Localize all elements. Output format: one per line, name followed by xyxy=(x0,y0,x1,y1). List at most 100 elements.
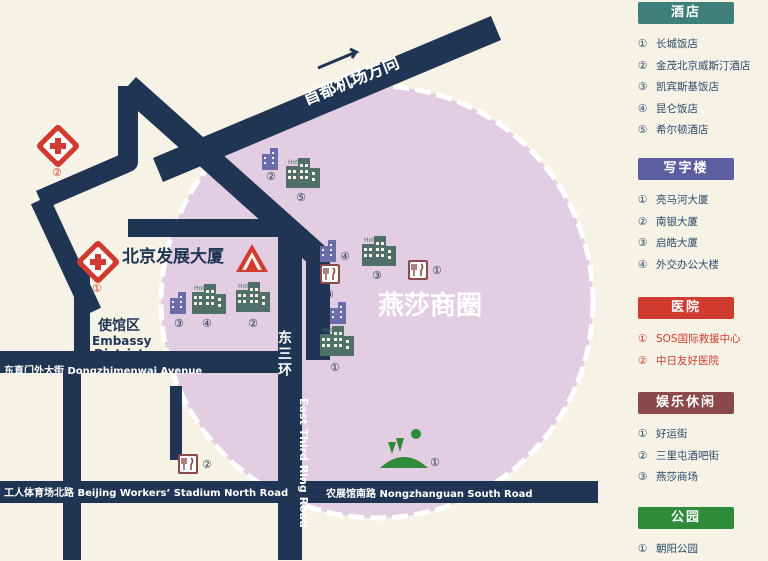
park-icon xyxy=(380,429,428,468)
road-network xyxy=(0,16,598,560)
legend-item: ② 南银大厦 xyxy=(638,212,768,234)
food-icon xyxy=(177,453,199,475)
legend-item-label: 朝阳公园 xyxy=(656,543,698,555)
legend-item-label: 启皓大厦 xyxy=(656,237,698,249)
legend-item: ④ 外交办公大楼 xyxy=(638,255,768,277)
hotel-icon-text: Hotel xyxy=(194,285,210,292)
east-ring-en-label: East Third Ring Road xyxy=(297,398,310,528)
hotel-marker: ② xyxy=(248,317,258,330)
legend-item-label: 金茂北京威斯汀酒店 xyxy=(656,59,751,72)
legend-item: ③ 启皓大厦 xyxy=(638,233,768,255)
hotel-marker: ⑤ xyxy=(296,191,306,204)
hospital-icon xyxy=(35,123,81,169)
legend-item-number: ① xyxy=(638,333,648,345)
legend-offices-list: ① 亮马河大厦 ② 南银大厦 ③ 启皓大厦 ④ 外交办公大楼 xyxy=(638,190,768,276)
legend-item: ① 亮马河大厦 xyxy=(638,190,768,212)
airport-arrow-icon xyxy=(317,47,360,70)
hotel-icon-text: Hotel xyxy=(364,237,380,244)
legend-item-number: ① xyxy=(638,38,648,50)
legend-item: ① SOS国际救援中心 xyxy=(638,329,768,351)
legend-item-number: ② xyxy=(638,59,648,72)
legend-item: ② 三里屯酒吧街 xyxy=(638,446,768,468)
hospital-marker: ① xyxy=(92,282,102,295)
district-name-label: 燕莎商圈 xyxy=(378,290,482,321)
legend-item-number: ② xyxy=(638,449,648,462)
food-icon xyxy=(319,263,341,285)
legend-item-label: 三里屯酒吧街 xyxy=(656,449,719,462)
workers-road-label: 工人体育场北路 Beijing Workers’ Stadium North R… xyxy=(4,486,288,499)
embassy-en-label: Embassy xyxy=(92,334,152,348)
nongzhanguan-label: 农展馆南路 Nongzhanguan South Road xyxy=(325,487,532,500)
legend-item-label: 好运街 xyxy=(656,428,688,440)
legend-item: ⑤ 希尔顿酒店 xyxy=(638,120,768,142)
legend-offices: 写字楼 ① 亮马河大厦 ② 南银大厦 ③ 启皓大厦 ④ 外交办公大楼 xyxy=(628,158,768,276)
legend-item: ③ 燕莎商场 xyxy=(638,467,768,489)
district-map: 首都机场方向 东直门外大街 Dongzhimenwai Avenue 工人体育场… xyxy=(0,16,598,560)
legend-parks-title: 公园 xyxy=(638,507,734,529)
hotel-marker: ① xyxy=(330,361,340,374)
east-ring-cn-label: 东三环 xyxy=(276,329,292,378)
legend-item: ④ 昆仑饭店 xyxy=(638,99,768,121)
legend-hotels-list: ① 长城饭店 ② 金茂北京威斯汀酒店 ③ 凯宾斯基饭店 ④ 昆仑饭店 ⑤ 希尔顿酒店 xyxy=(638,34,768,142)
entertainment-marker: ③ xyxy=(324,288,334,301)
legend-item-label: 中日友好医院 xyxy=(656,354,719,367)
legend-item: ② 金茂北京威斯汀酒店 xyxy=(638,56,768,78)
diagonal-road xyxy=(119,77,330,360)
hotel-marker: ③ xyxy=(372,269,382,282)
legend-item: ① 好运街 xyxy=(638,424,768,446)
legend-hospitals-list: ① SOS国际救援中心 ② 中日友好医院 xyxy=(638,329,768,372)
legend-offices-title: 写字楼 xyxy=(638,158,734,180)
legend-item-label: 凯宾斯基饭店 xyxy=(656,81,719,93)
legend-item-label: 燕莎商场 xyxy=(656,471,698,483)
legend-item-number: ③ xyxy=(638,471,648,483)
office-marker: ③ xyxy=(174,317,184,330)
legend-item-label: 南银大厦 xyxy=(656,215,698,228)
building-logo-icon xyxy=(236,244,268,272)
legend-hospitals: 医院 ① SOS国际救援中心 ② 中日友好医院 xyxy=(628,297,768,372)
legend-item-number: ③ xyxy=(638,237,648,249)
legend-entertainment: 娱乐休闲 ① 好运街 ② 三里屯酒吧街 ③ 燕莎商场 xyxy=(628,392,768,489)
hotel-marker: ④ xyxy=(202,317,212,330)
legend-item-number: ⑤ xyxy=(638,124,648,136)
legend-item-label: 亮马河大厦 xyxy=(656,194,709,206)
legend-hospitals-title: 医院 xyxy=(638,297,734,319)
airport-expressway xyxy=(152,16,502,182)
dongzhimenwai-label: 东直门外大街 Dongzhimenwai Avenue xyxy=(4,364,202,377)
legend-item-label: 外交办公大楼 xyxy=(656,258,719,271)
legend-item-number: ① xyxy=(638,194,648,206)
legend-item: ② 中日友好医院 xyxy=(638,351,768,373)
office-marker: ④ xyxy=(340,250,350,263)
legend-item-number: ④ xyxy=(638,258,648,271)
legend-item-number: ③ xyxy=(638,81,648,93)
park-marker: ① xyxy=(430,456,440,469)
legend-item-label: 昆仑饭店 xyxy=(656,102,698,115)
legend-item: ① 朝阳公园 xyxy=(638,539,768,561)
legend-item-label: SOS国际救援中心 xyxy=(656,333,741,345)
legend-item-number: ① xyxy=(638,428,648,440)
entertainment-marker: ① xyxy=(432,264,442,277)
legend-item-number: ④ xyxy=(638,102,648,115)
embassy-cn-label: 使馆区 xyxy=(97,317,140,334)
legend-item: ③ 凯宾斯基饭店 xyxy=(638,77,768,99)
building-name-label: 北京发展大厦 xyxy=(122,246,225,267)
legend-item-number: ① xyxy=(638,543,648,555)
office-marker: ② xyxy=(266,170,276,183)
legend-item-number: ② xyxy=(638,215,648,228)
hotel-icon-text: Hotel xyxy=(288,159,304,166)
legend-entertainment-title: 娱乐休闲 xyxy=(638,392,734,414)
legend-item: ① 长城饭店 xyxy=(638,34,768,56)
hospital-marker: ② xyxy=(52,166,62,179)
entertainment-marker: ② xyxy=(202,458,212,471)
food-icon xyxy=(407,259,429,281)
legend-parks: 公园 ① 朝阳公园 xyxy=(628,507,768,561)
legend-item-label: 希尔顿酒店 xyxy=(656,124,709,136)
legend-item-number: ② xyxy=(638,354,648,367)
hotel-icon-text: Hotel xyxy=(322,327,338,334)
hotel-icon-text: Hotel xyxy=(238,283,254,290)
embassy-en-label-2: District xyxy=(94,347,144,361)
legend-item-label: 长城饭店 xyxy=(656,38,698,50)
legend-parks-list: ① 朝阳公园 xyxy=(638,539,768,561)
legend-entertainment-list: ① 好运街 ② 三里屯酒吧街 ③ 燕莎商场 xyxy=(638,424,768,489)
